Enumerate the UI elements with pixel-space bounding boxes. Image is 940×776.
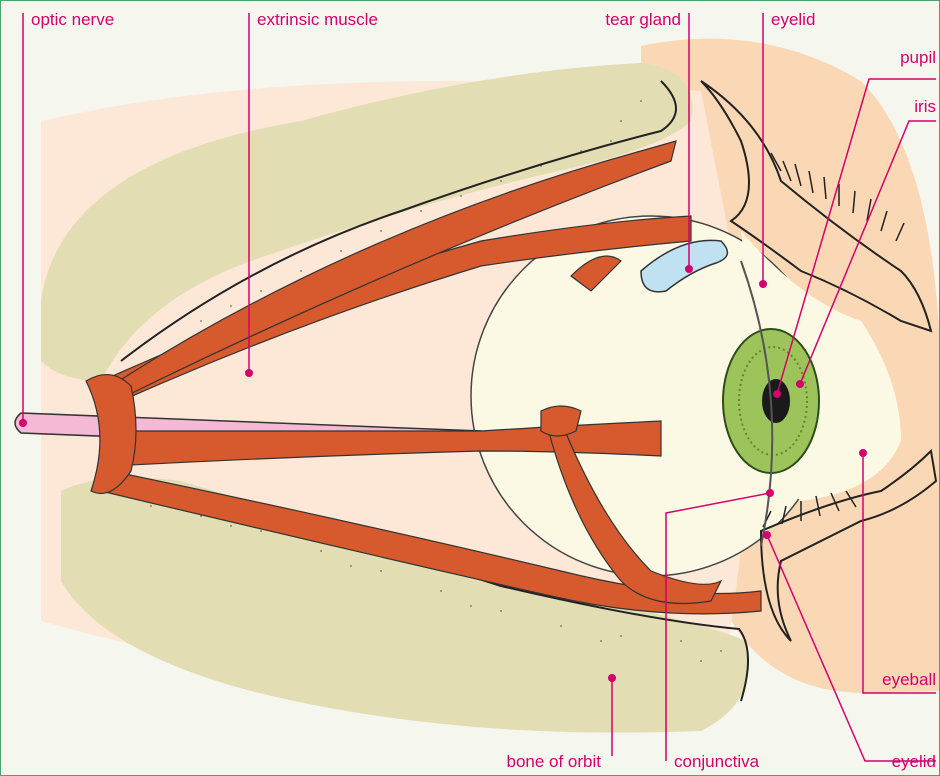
label-conjunctiva: conjunctiva bbox=[674, 752, 759, 772]
label-eyelid-lower: eyelid bbox=[892, 752, 936, 772]
label-optic-nerve: optic nerve bbox=[31, 10, 114, 30]
label-bone-of-orbit: bone of orbit bbox=[506, 752, 601, 772]
label-extrinsic-muscle: extrinsic muscle bbox=[257, 10, 378, 30]
muscle-mid-insert bbox=[541, 406, 581, 436]
label-eyeball: eyeball bbox=[882, 670, 936, 690]
pupil-shape bbox=[762, 379, 790, 423]
label-iris: iris bbox=[914, 97, 936, 117]
label-eyelid-upper: eyelid bbox=[771, 10, 815, 30]
label-pupil: pupil bbox=[900, 48, 936, 68]
label-tear-gland: tear gland bbox=[605, 10, 681, 30]
